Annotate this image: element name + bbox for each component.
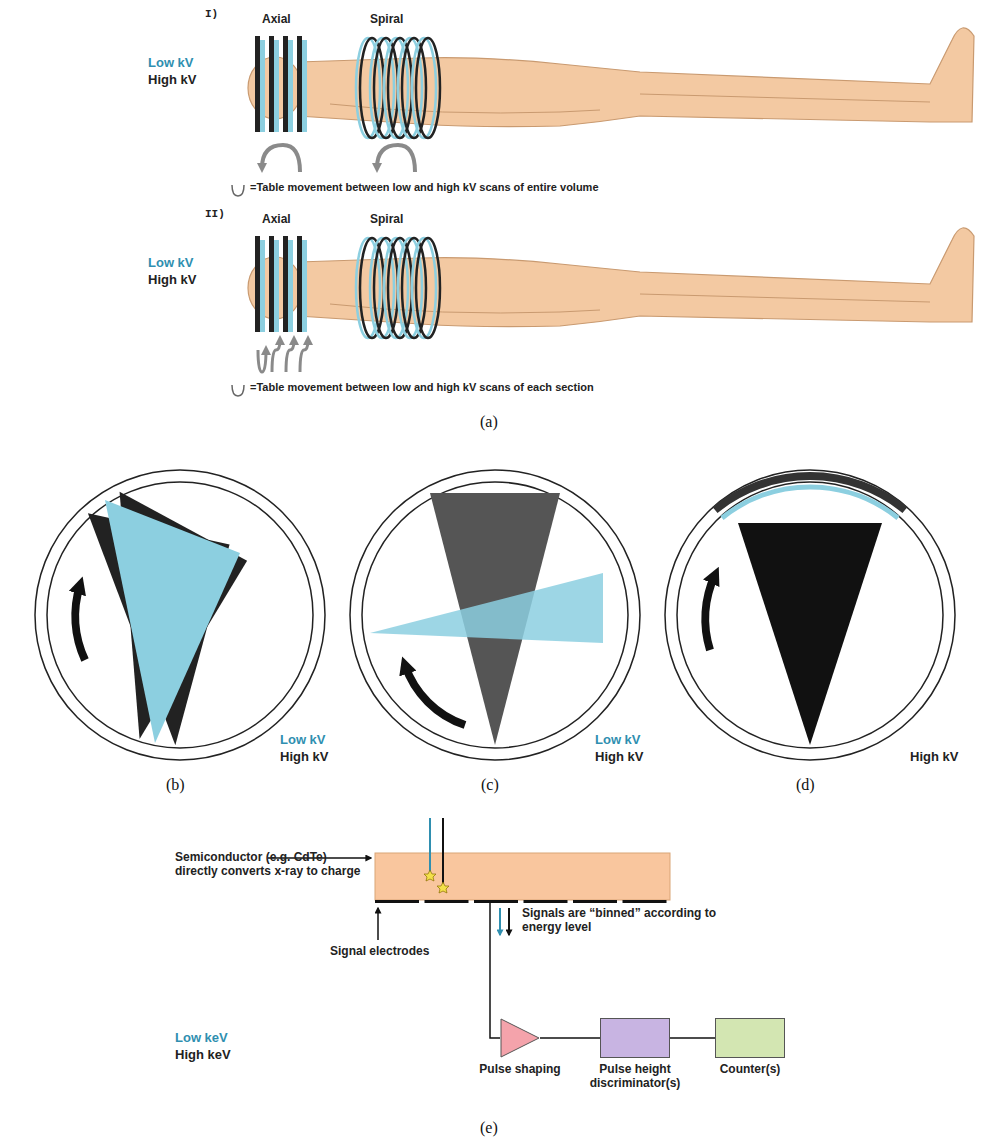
signal-electrode — [623, 900, 667, 903]
energy-key: Low kV — [148, 55, 194, 71]
dual-layer-detector-gantry — [665, 470, 955, 760]
energy-key: High kV — [148, 72, 196, 88]
discriminator-box: Pulse height discriminator(s) — [583, 1018, 687, 1091]
caption-note: =Table movement between low and high kV … — [250, 181, 599, 194]
pulse-shaper: Pulse shaping — [468, 1018, 572, 1076]
block-label: Pulse shaping — [468, 1062, 572, 1076]
block-label: Counter(s) — [698, 1062, 802, 1076]
panel-letter: (c) — [481, 775, 499, 794]
counter-box: Counter(s) — [698, 1018, 802, 1076]
scan-figure-two — [232, 228, 974, 396]
amplifier-triangle — [500, 1018, 540, 1058]
signal-wire — [670, 1037, 715, 1039]
energy-key: High kV — [910, 749, 958, 765]
callout-text: Signals are “binned” according to energy… — [522, 906, 737, 935]
mode-label: Axial — [262, 12, 291, 26]
signal-electrode — [573, 900, 617, 903]
signal-electrode — [524, 900, 568, 903]
energy-key: High keV — [175, 1047, 231, 1063]
signal-electrode — [474, 900, 518, 903]
mode-label: Spiral — [370, 212, 403, 226]
energy-key: Low keV — [175, 1030, 228, 1046]
circuit-box — [715, 1018, 785, 1058]
signal-electrode — [425, 900, 469, 903]
energy-key: Low kV — [595, 732, 641, 748]
rotating-tube-gantry — [35, 470, 325, 760]
mode-label: Axial — [262, 212, 291, 226]
block-label: Pulse height discriminator(s) — [583, 1062, 687, 1091]
energy-key: High kV — [280, 749, 328, 765]
energy-key: Low kV — [280, 732, 326, 748]
circuit-box — [600, 1018, 670, 1058]
energy-key: High kV — [595, 749, 643, 765]
signal-wire — [540, 1037, 600, 1039]
mode-label: Spiral — [370, 12, 403, 26]
photon-counting-detector — [268, 818, 670, 1038]
panel-letter: (a) — [480, 412, 498, 431]
signal-electrode — [375, 900, 419, 903]
panel-letter: (e) — [480, 1118, 498, 1137]
panel-number: I) — [205, 8, 218, 21]
energy-key: High kV — [148, 272, 196, 288]
callout-text: Semiconductor (e.g. CdTe) directly conve… — [175, 850, 363, 879]
panel-number: II) — [205, 208, 225, 221]
caption-note: =Table movement between low and high kV … — [250, 381, 594, 394]
scan-figure-one — [232, 28, 974, 196]
energy-key: Low kV — [148, 255, 194, 271]
dual-source-gantry — [350, 470, 640, 760]
panel-letter: (b) — [166, 775, 185, 794]
callout-text: Signal electrodes — [330, 944, 429, 958]
panel-letter: (d) — [796, 775, 815, 794]
